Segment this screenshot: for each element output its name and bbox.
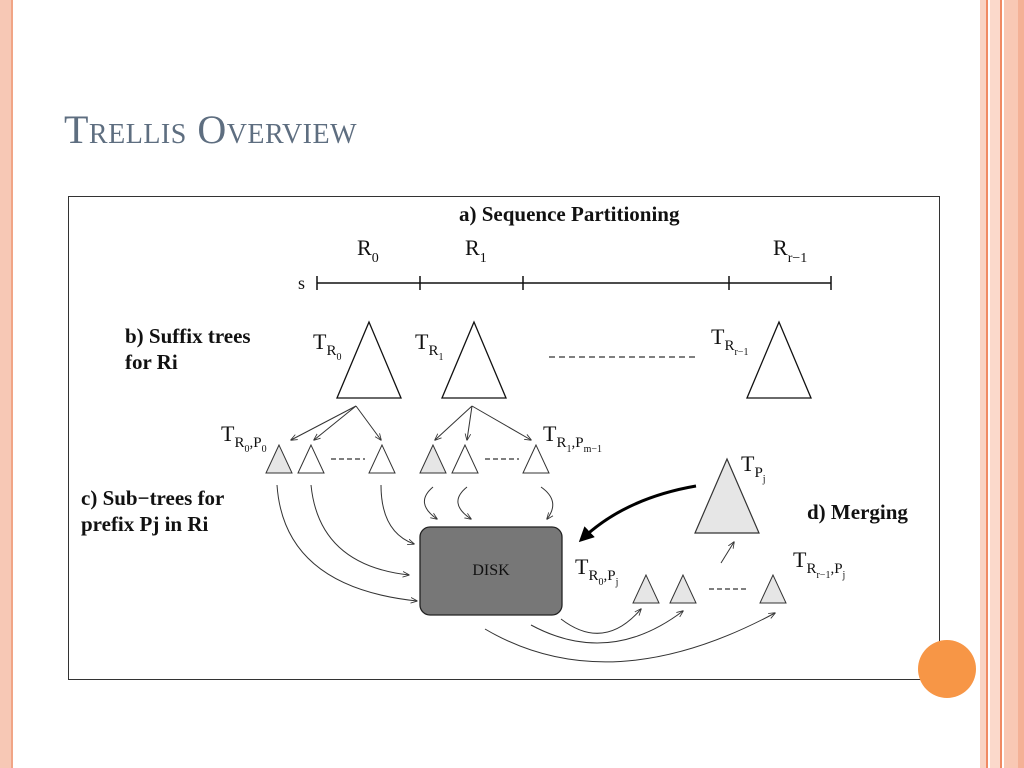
suffix-tree-rr1 xyxy=(746,320,812,399)
to-disk-arrows xyxy=(276,484,553,601)
from-disk-arrows xyxy=(484,609,775,663)
subtree-r0-0 xyxy=(265,443,293,474)
split-arrows xyxy=(291,405,531,440)
slide-title: Trellis Overview xyxy=(64,107,358,152)
accent-circle xyxy=(918,640,976,698)
section-c-label-line1: c) Sub−trees for xyxy=(81,486,224,510)
section-a-label: a) Sequence Partitioning xyxy=(459,202,680,226)
suffix-tree-label-0: TR0 xyxy=(313,329,341,363)
left-decorative-stripe xyxy=(0,0,11,768)
subtree-r1-2 xyxy=(522,443,550,474)
merge-label-r0-pj: TR0,Pj xyxy=(575,554,618,588)
disk xyxy=(419,526,563,616)
section-b-label-line2: for Ri xyxy=(125,350,178,374)
merged-tree xyxy=(694,457,760,534)
subtree-r0-1 xyxy=(297,443,325,474)
subtree-label-r1-pm1: TR1,Pm−1 xyxy=(543,421,602,455)
merge-subtree-2 xyxy=(759,573,787,604)
partition-label-r1: R1 xyxy=(465,235,487,266)
left-decorative-line xyxy=(11,0,13,768)
merge-subtree-0 xyxy=(632,573,660,604)
subtree-r1-1 xyxy=(451,443,479,474)
diagram-canvas: a) Sequence Partitioning R0 R1 Rr−1 s b)… xyxy=(81,202,908,663)
merge-subtree-row xyxy=(632,573,787,604)
section-d-label: d) Merging xyxy=(807,500,908,524)
merge-up-arrow xyxy=(720,542,734,564)
suffix-tree-label-1: TR1 xyxy=(415,329,443,363)
suffix-tree-1 xyxy=(441,320,507,399)
section-b-label-line1: b) Suffix trees xyxy=(125,324,251,348)
subtree-r0-2 xyxy=(368,443,396,474)
sequence-line xyxy=(316,276,832,290)
partition-label-r0: R0 xyxy=(357,235,379,266)
merge-arrow xyxy=(578,484,697,543)
subtree-label-r0-p0: TR0,P0 xyxy=(221,421,267,455)
suffix-tree-0 xyxy=(336,320,402,399)
merged-tree-label: TPj xyxy=(741,451,766,485)
merge-subtree-1 xyxy=(669,573,697,604)
subtree-r1-0 xyxy=(419,443,447,474)
right-decorative-stripes xyxy=(980,0,1024,768)
sequence-label: s xyxy=(298,273,305,293)
disk-label: DISK xyxy=(472,562,510,579)
merge-label-rr1-pj: TRr−1,Pj xyxy=(793,547,845,581)
subtree-row xyxy=(265,443,550,474)
section-c-label-line2: prefix Pj in Ri xyxy=(81,512,209,536)
partition-label-rr1: Rr−1 xyxy=(773,235,807,266)
trellis-diagram: a) Sequence Partitioning R0 R1 Rr−1 s b)… xyxy=(68,196,940,680)
suffix-tree-label-rr1: TRr−1 xyxy=(711,324,748,358)
